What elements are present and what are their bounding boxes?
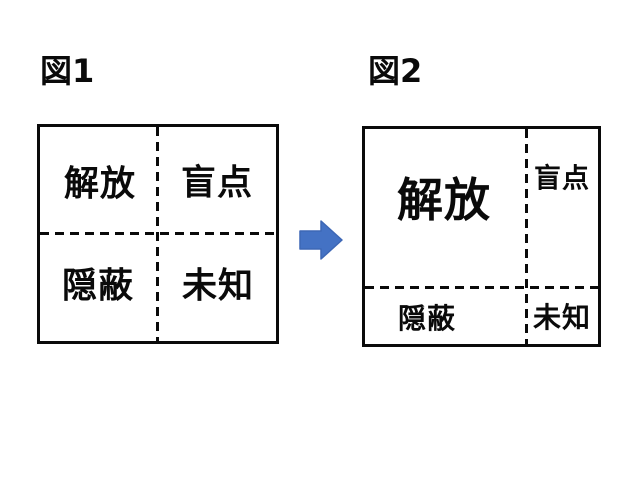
transform-arrow (299, 218, 343, 262)
figure2-window-box (362, 126, 601, 347)
figure1-hidden-quadrant-label: 隠蔽 (61, 266, 135, 307)
figure2-hidden-quadrant-label: 隠蔽 (397, 302, 457, 335)
figure1-open-quadrant-label: 解放 (63, 164, 137, 205)
figure2-horizontal-divider (365, 286, 598, 289)
figure2-title: 図2 (368, 52, 423, 90)
figure2-blind-quadrant-label: 盲点 (534, 163, 590, 195)
figure2-open-quadrant-label: 解放 (397, 173, 491, 227)
figure1-unknown-quadrant-label: 未知 (181, 266, 255, 307)
figure1-window-box (37, 124, 279, 344)
figure2-unknown-quadrant-label: 未知 (532, 301, 592, 334)
right-block-arrow-shape (299, 220, 343, 260)
right-block-arrow-icon (299, 220, 343, 260)
figure1-blind-quadrant-label: 盲点 (180, 163, 254, 204)
figure2-vertical-divider (525, 129, 528, 344)
figure1-title: 図1 (40, 52, 95, 90)
figure1-horizontal-divider (40, 232, 276, 235)
